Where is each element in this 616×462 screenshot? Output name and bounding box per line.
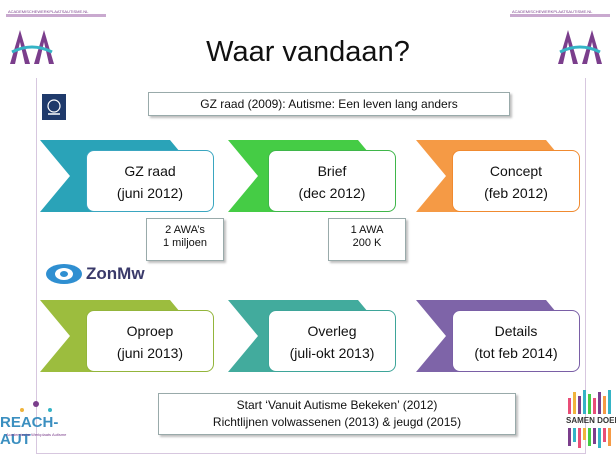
timeline-card-brief: Brief (dec 2012) xyxy=(268,150,396,212)
reach-aut-dots-icon xyxy=(20,401,52,412)
timeline-card-details: Details (tot feb 2014) xyxy=(452,310,580,372)
summary-line: Start ‘Vanuit Autisme Bekeken’ (2012) xyxy=(236,398,438,412)
top-bar-left xyxy=(6,14,106,17)
header-small-text-left: ACADEMISCHEWERKPLAATSAUTISME.NL xyxy=(8,9,89,14)
samen-doen-bars-icon xyxy=(568,390,611,448)
reach-aut-subtext: Academische Werkplaats Autisme xyxy=(6,432,67,437)
card-title: Concept xyxy=(489,163,543,179)
note-line: 2 AWA’s xyxy=(165,224,205,236)
bottom-summary-box: Start ‘Vanuit Autisme Bekeken’ (2012) Ri… xyxy=(158,393,516,435)
card-title: Brief xyxy=(317,163,347,179)
card-title: GZ raad xyxy=(124,163,176,179)
header-small-text-right: ACADEMISCHEWERKPLAATSAUTISME.NL xyxy=(512,9,593,14)
card-date: (feb 2012) xyxy=(484,185,548,201)
reach-aut-logo: REACH-AUT Academische Werkplaats Autisme xyxy=(0,396,74,456)
awa-logo-left xyxy=(10,30,54,64)
card-title: Overleg xyxy=(307,323,357,339)
content-frame xyxy=(36,78,586,454)
note-2-awas: 2 AWA’s 1 miljoen xyxy=(146,218,224,261)
note-line: 1 AWA xyxy=(350,224,384,236)
zonmw-logo-icon xyxy=(46,264,82,284)
government-emblem-icon xyxy=(42,94,66,120)
summary-line: Richtlijnen volwassenen (2013) & jeugd (… xyxy=(212,415,462,429)
note-1-awa: 1 AWA 200 K xyxy=(328,218,406,261)
card-title: Oproep xyxy=(126,323,174,339)
gz-raad-header-box: GZ raad (2009): Autisme: Een leven lang … xyxy=(148,92,510,116)
samen-doen-text: SAMEN DOEN! xyxy=(566,416,616,425)
samen-doen-logo: SAMEN DOEN! xyxy=(566,388,616,450)
card-date: (juli-okt 2013) xyxy=(289,345,375,361)
timeline-card-overleg: Overleg (juli-okt 2013) xyxy=(268,310,396,372)
card-date: (tot feb 2014) xyxy=(474,345,558,361)
card-date: (juni 2013) xyxy=(116,345,184,361)
card-date: (juni 2012) xyxy=(116,185,184,201)
card-date: (dec 2012) xyxy=(298,185,366,201)
zonmw-logo-text: ZonMw xyxy=(86,264,145,283)
timeline-card-oproep: Oproep (juni 2013) xyxy=(86,310,214,372)
awa-logo-right xyxy=(558,30,602,64)
top-bar-right xyxy=(510,14,610,17)
note-line: 200 K xyxy=(352,237,382,249)
timeline-card-concept: Concept (feb 2012) xyxy=(452,150,580,212)
reach-aut-text: REACH-AUT xyxy=(0,414,59,448)
note-line: 1 miljoen xyxy=(162,237,208,249)
card-title: Details xyxy=(494,323,538,339)
timeline-card-gz-raad: GZ raad (juni 2012) xyxy=(86,150,214,212)
page-title: Waar vandaan? xyxy=(206,36,410,68)
